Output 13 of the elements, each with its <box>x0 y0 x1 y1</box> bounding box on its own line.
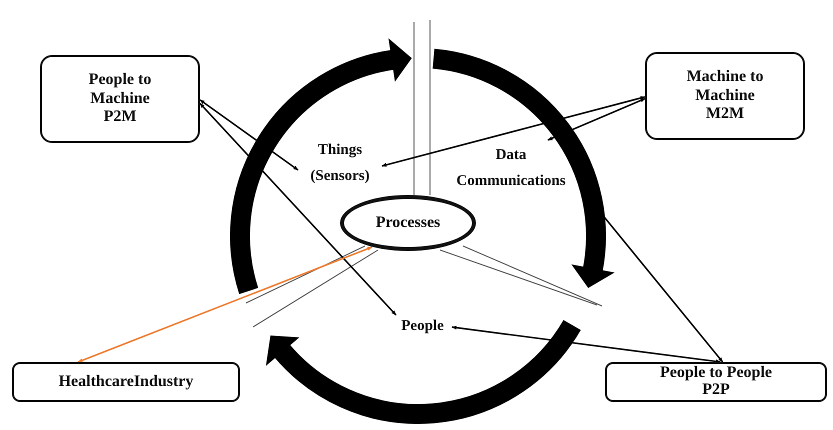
node-label: Data Communications <box>440 140 582 196</box>
node-label: Things (Sensors) <box>298 138 382 188</box>
arrow <box>199 102 397 316</box>
node-label: People <box>393 315 452 337</box>
process-box: People to Machine P2M <box>40 55 200 143</box>
process-ellipse: Processes <box>340 195 476 251</box>
process-box: Machine to Machine M2M <box>645 52 805 140</box>
arrow <box>382 96 646 167</box>
process-box: People to People P2P <box>605 362 827 402</box>
process-box: HealthcareIndustry <box>12 362 240 402</box>
arrow <box>452 326 721 364</box>
arrow <box>547 98 646 141</box>
arrow <box>200 99 298 171</box>
